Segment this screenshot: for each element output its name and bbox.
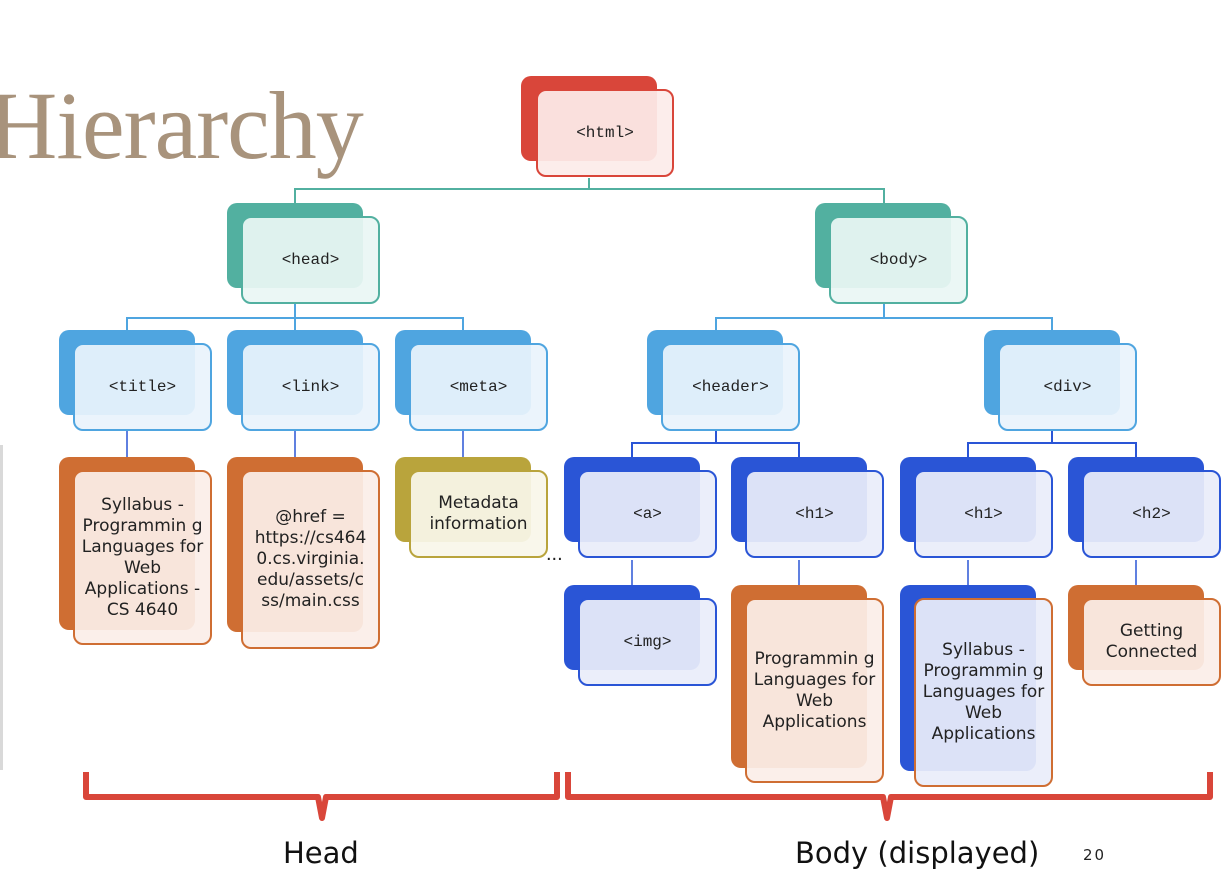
node-label: <h1> [795, 505, 834, 523]
node-label: <head> [281, 251, 340, 269]
node-text: Syllabus - Programmin g Languages for We… [922, 640, 1045, 744]
node-label: <meta> [449, 378, 508, 396]
node-label: <img> [623, 633, 672, 651]
node-label: <title> [108, 378, 177, 396]
node-label: <h2> [1132, 505, 1171, 523]
head-group-label: Head [283, 836, 359, 870]
node-label: <h1> [964, 505, 1003, 523]
node-label: <div> [1043, 378, 1092, 396]
edge-divider [0, 445, 3, 770]
ellipsis: ... [546, 543, 563, 565]
node-text: Metadata information [429, 493, 528, 534]
page-number: 20 [1083, 846, 1107, 864]
node-label: <header> [692, 378, 769, 396]
node-text: Programmin g Languages for Web Applicati… [753, 648, 876, 732]
node-label: <body> [869, 251, 928, 269]
node-text: @href = https://cs464 0.cs.virginia. edu… [254, 507, 367, 611]
slide-title: Hierarchy [0, 72, 364, 179]
node-label: <html> [576, 124, 634, 142]
node-label: <a> [633, 505, 662, 523]
node-label: <link> [281, 378, 340, 396]
node-text: Getting Connected [1105, 621, 1198, 662]
node-text: Syllabus - Programmin g Languages for We… [81, 494, 204, 620]
body-group-label: Body (displayed) [795, 836, 1040, 870]
